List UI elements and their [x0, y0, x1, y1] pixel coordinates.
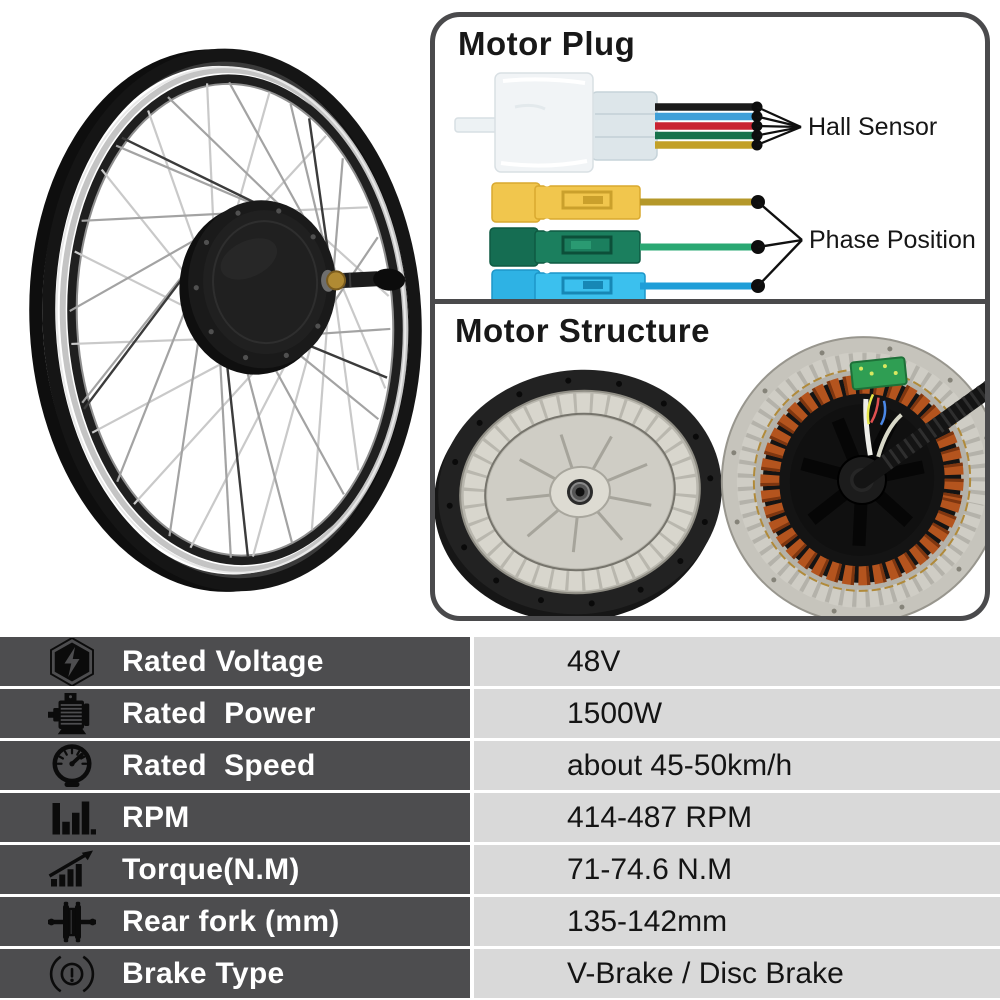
spec-label-cell: Rear fork (mm): [0, 897, 470, 946]
spec-row-brake: Brake Type V-Brake / Disc Brake: [0, 949, 1000, 998]
spec-row-rpm: RPM 414-487 RPM: [0, 793, 1000, 842]
stator-photo: [720, 336, 985, 616]
info-panels: Motor Plug Hall Sensor Phase Position: [430, 12, 990, 621]
phase-connector-yellow: [491, 177, 753, 228]
spec-label-cell: Brake Type: [0, 949, 470, 998]
spec-value: 414-487 RPM: [567, 800, 753, 834]
phase-wire-dots: [751, 195, 765, 293]
spec-label: Rear fork (mm): [122, 904, 340, 938]
hub-axle-icon: [42, 899, 102, 945]
spec-value-cell: 135-142mm: [474, 897, 1000, 946]
spec-value: V-Brake / Disc Brake: [567, 956, 844, 990]
spec-value-cell: 1500W: [474, 689, 1000, 738]
pcb: [849, 356, 908, 391]
spec-label-cell: RPM: [0, 793, 470, 842]
spec-row-torque: Torque(N.M) 71-74.6 N.M: [0, 845, 1000, 894]
motor-plug-diagram: [454, 72, 803, 299]
motor-structure-photos: [435, 336, 985, 616]
spec-value-cell: 48V: [474, 637, 1000, 686]
spec-row-rear-fork: Rear fork (mm) 135-142mm: [0, 897, 1000, 946]
spec-table: Rated Voltage 48V: [0, 637, 1000, 1000]
phase-connector-green: [489, 222, 753, 272]
spec-value: 48V: [567, 644, 621, 678]
phase-callout-lines: [757, 201, 803, 287]
spec-label: RPM: [122, 800, 190, 834]
spec-row-speed: Rated Speed about 45-50km/h: [0, 741, 1000, 790]
spec-value-cell: V-Brake / Disc Brake: [474, 949, 1000, 998]
motor-plug-title: Motor Plug: [458, 25, 636, 62]
hall-sensor-label: Hall Sensor: [808, 113, 938, 141]
spec-value: 71-74.6 N.M: [567, 852, 733, 886]
hall-wires: [655, 103, 753, 149]
brake-icon: [42, 951, 102, 997]
phase-position-label: Phase Position: [809, 226, 976, 254]
motor-plug-panel: Motor Plug Hall Sensor Phase Position: [435, 17, 985, 304]
voltage-icon: [42, 637, 102, 686]
wheel-hub-motor-photo: [29, 48, 422, 592]
motor-structure-panel: Motor Structure: [435, 304, 985, 616]
spec-value-cell: about 45-50km/h: [474, 741, 1000, 790]
spec-label: Rated Power: [122, 696, 316, 730]
spec-row-power: Rated Power 1500W: [0, 689, 1000, 738]
rotor-photo: [435, 369, 722, 616]
spec-value: 135-142mm: [567, 904, 728, 938]
hall-callout-lines: [756, 105, 802, 147]
spec-label-cell: Rated Speed: [0, 741, 470, 790]
spec-value: about 45-50km/h: [567, 748, 793, 782]
spec-label-cell: Rated Power: [0, 689, 470, 738]
speedometer-icon: [42, 743, 102, 789]
spec-label: Torque(N.M): [122, 852, 300, 886]
spec-row-voltage: Rated Voltage 48V: [0, 637, 1000, 686]
spec-label-cell: Rated Voltage: [0, 637, 470, 686]
spec-value-cell: 414-487 RPM: [474, 793, 1000, 842]
spec-label: Rated Speed: [122, 748, 316, 782]
rpm-bars-icon: [42, 795, 102, 841]
spec-label: Brake Type: [122, 956, 285, 990]
motor-icon: [42, 691, 102, 737]
spec-value: 1500W: [567, 696, 663, 730]
spec-label: Rated Voltage: [122, 644, 324, 678]
phase-connector-blue: [491, 264, 753, 299]
spec-label-cell: Torque(N.M): [0, 845, 470, 894]
torque-chart-icon: [42, 847, 102, 893]
hub-bolts: [193, 208, 331, 361]
motor-structure-title: Motor Structure: [455, 312, 710, 349]
hall-wire-dots: [751, 101, 763, 151]
spec-value-cell: 71-74.6 N.M: [474, 845, 1000, 894]
